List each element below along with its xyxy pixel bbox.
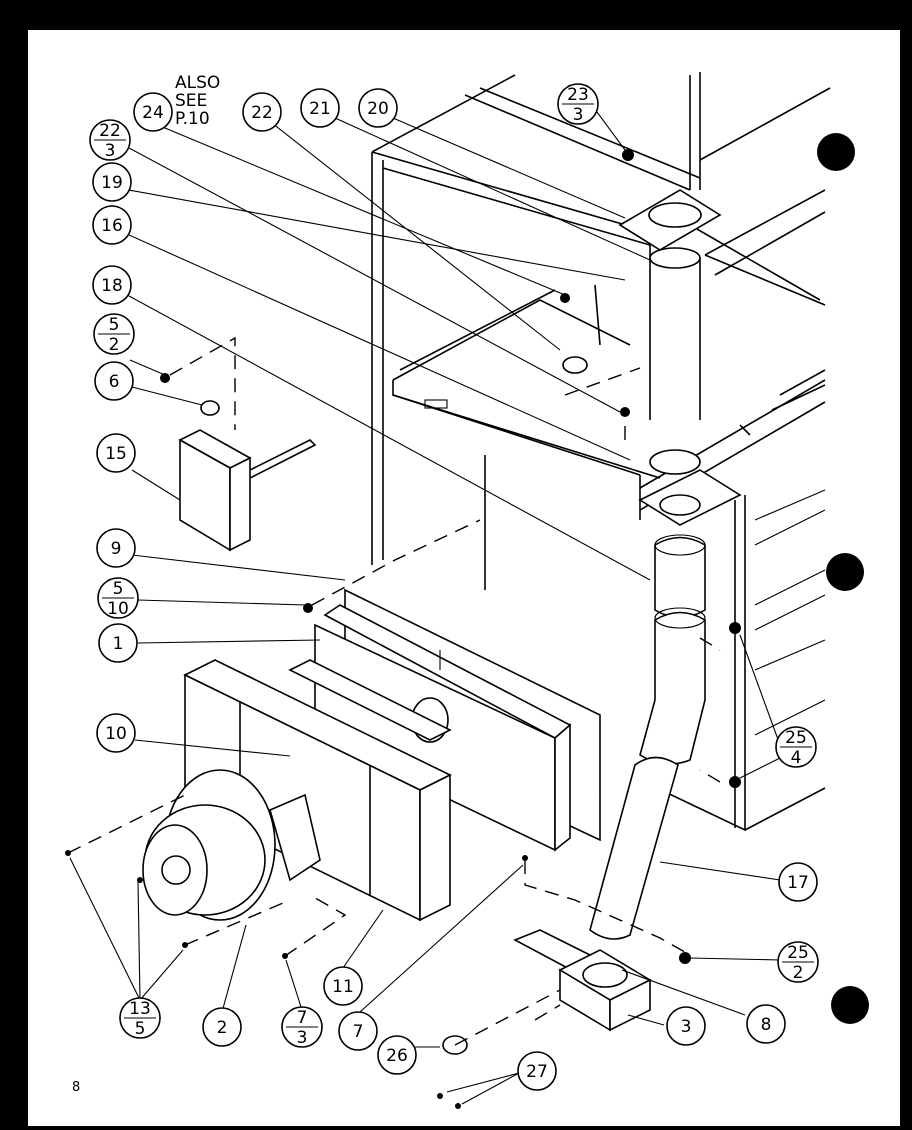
blower-motor-2 bbox=[142, 769, 321, 921]
callout-25-2: 25 2 bbox=[777, 941, 819, 983]
callout-5-2-numerator: 5 bbox=[109, 315, 120, 335]
callout-1: 1 bbox=[98, 623, 138, 663]
callout-25-4-numerator: 25 bbox=[785, 728, 807, 748]
callout-20: 20 bbox=[358, 88, 398, 128]
callout-23-3: 23 3 bbox=[557, 83, 599, 125]
callout-19: 19 bbox=[92, 162, 132, 202]
callout-10: 10 bbox=[96, 713, 136, 753]
callout-18: 18 bbox=[92, 265, 132, 305]
callout-17-label: 17 bbox=[787, 873, 809, 893]
vent-pipe-17 bbox=[589, 534, 706, 940]
leader-lines bbox=[69, 111, 781, 1105]
callout-15: 15 bbox=[96, 433, 136, 473]
callout-6: 6 bbox=[94, 361, 134, 401]
callout-23-3-numerator: 23 bbox=[567, 85, 589, 105]
note-line-1: ALSO bbox=[175, 73, 220, 93]
note-line-3: P.10 bbox=[175, 109, 210, 129]
callout-7: 7 bbox=[338, 1011, 378, 1051]
note-line-2: SEE bbox=[175, 91, 207, 111]
callout-18-label: 18 bbox=[101, 276, 123, 296]
callout-5-2: 5 2 bbox=[93, 313, 135, 355]
callout-26: 26 bbox=[377, 1035, 417, 1075]
binder-hole-top bbox=[817, 133, 855, 171]
callout-7-3-denominator: 3 bbox=[297, 1028, 308, 1048]
callout-13-5: 13 5 bbox=[119, 997, 161, 1039]
callout-17: 17 bbox=[778, 862, 818, 902]
callout-25-2-numerator: 25 bbox=[787, 943, 809, 963]
callout-15-label: 15 bbox=[105, 444, 127, 464]
callout-11: 11 bbox=[323, 966, 363, 1006]
callout-25-4-denominator: 4 bbox=[791, 748, 802, 768]
callout-22-label: 22 bbox=[251, 103, 273, 123]
callout-1-label: 1 bbox=[113, 634, 124, 654]
callout-24-label: 24 bbox=[142, 103, 164, 123]
callout-25-4: 25 4 bbox=[775, 726, 817, 768]
callout-13-5-denominator: 5 bbox=[135, 1019, 146, 1039]
callout-3: 3 bbox=[666, 1006, 706, 1046]
callout-19-label: 19 bbox=[101, 173, 123, 193]
callout-10-label: 10 bbox=[105, 724, 127, 744]
alignment-lines bbox=[67, 336, 721, 1046]
control-box-15 bbox=[178, 429, 317, 552]
callout-23-3-denominator: 3 bbox=[573, 105, 584, 125]
callout-2-label: 2 bbox=[217, 1018, 228, 1038]
callout-3-label: 3 bbox=[681, 1017, 692, 1037]
callout-8: 8 bbox=[746, 1004, 786, 1044]
callout-8-label: 8 bbox=[761, 1015, 772, 1035]
callout-5-10-numerator: 5 bbox=[113, 579, 124, 599]
vent-pipe-upper bbox=[618, 189, 742, 526]
callout-27-label: 27 bbox=[526, 1062, 548, 1082]
callout-16-label: 16 bbox=[101, 216, 123, 236]
callout-5-10: 5 10 bbox=[97, 577, 139, 619]
callout-21-label: 21 bbox=[309, 99, 331, 119]
callout-26-label: 26 bbox=[386, 1046, 408, 1066]
callout-6-label: 6 bbox=[109, 372, 120, 392]
callout-7-3-numerator: 7 bbox=[297, 1008, 308, 1028]
callout-25-2-denominator: 2 bbox=[793, 963, 804, 983]
callout-13-5-numerator: 13 bbox=[129, 999, 151, 1019]
callout-16: 16 bbox=[92, 205, 132, 245]
page-number: 8 bbox=[72, 1080, 80, 1095]
callout-11-label: 11 bbox=[332, 977, 354, 997]
callout-22-3-numerator: 22 bbox=[99, 121, 121, 141]
callout-27: 27 bbox=[517, 1051, 557, 1091]
callout-24: 24 bbox=[133, 92, 173, 132]
callout-5-10-denominator: 10 bbox=[107, 599, 129, 619]
fasteners bbox=[65, 149, 741, 1109]
callout-7-3: 7 3 bbox=[281, 1006, 323, 1048]
callout-21: 21 bbox=[300, 88, 340, 128]
callout-20-label: 20 bbox=[367, 99, 389, 119]
binder-hole-bottom bbox=[831, 986, 869, 1024]
cabinet-chassis bbox=[371, 72, 831, 832]
callout-5-2-denominator: 2 bbox=[109, 335, 120, 355]
callout-9: 9 bbox=[96, 528, 136, 568]
callout-2: 2 bbox=[202, 1007, 242, 1047]
callout-22: 22 bbox=[242, 92, 282, 132]
binder-hole-middle bbox=[826, 553, 864, 591]
callout-9-label: 9 bbox=[111, 539, 122, 559]
diagram-sheet bbox=[28, 30, 900, 1126]
callout-7-label: 7 bbox=[353, 1022, 364, 1042]
callout-22-3: 22 3 bbox=[89, 119, 131, 161]
vent-collar-3 bbox=[513, 929, 652, 1032]
callout-22-3-denominator: 3 bbox=[105, 141, 116, 161]
